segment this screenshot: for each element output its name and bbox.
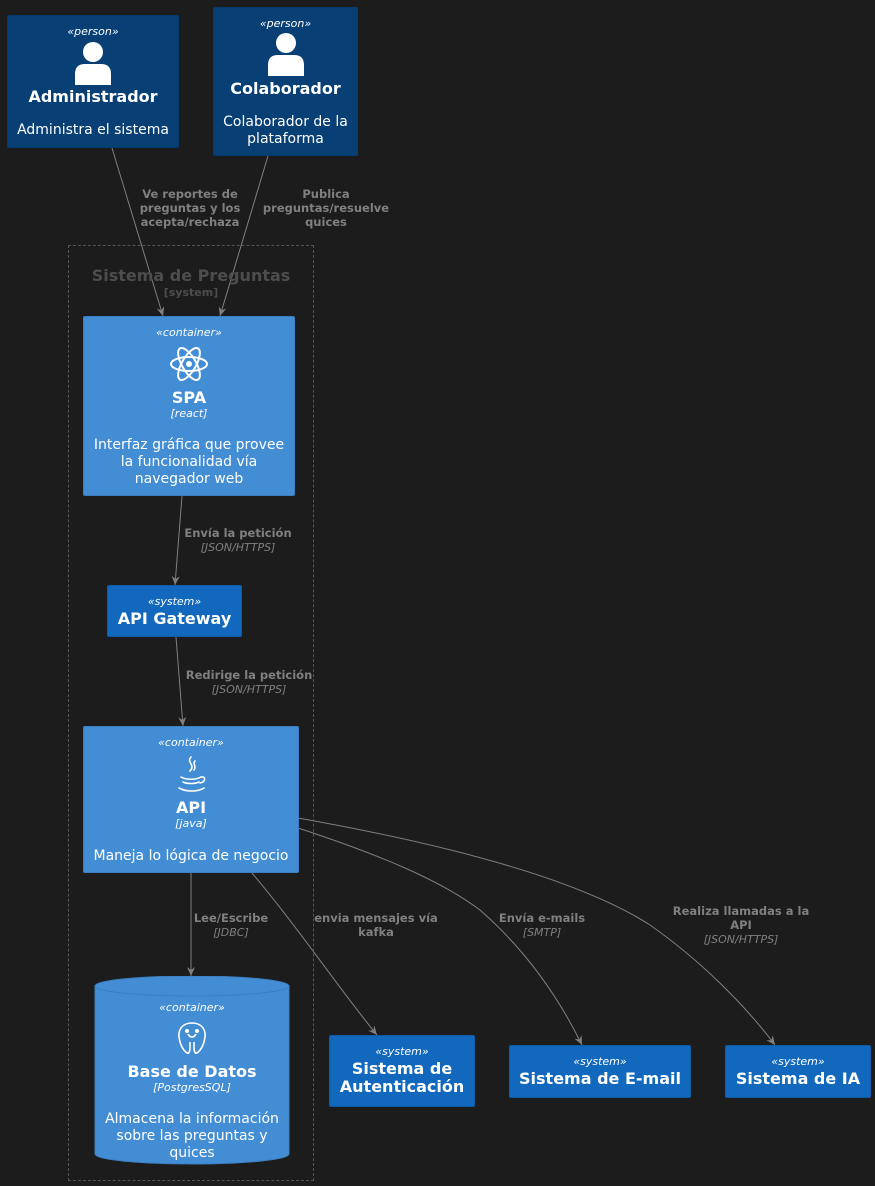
arrow-colab-spa [218,155,269,317]
edge-tech: [JSON/HTTPS] [703,933,779,946]
edge-label-line1: Ve reportes de [142,187,238,201]
arrow-gateway-api [175,636,187,727]
container-description-line1: Almacena la información [105,1111,279,1127]
system-autenticacion[interactable]: «system» Sistema de Autenticación [329,1035,475,1107]
container-description-line3: navegador web [134,471,244,487]
system-title-line1: Sistema de [351,1059,453,1078]
person-administrador[interactable]: «person» Administrador Administra el sis… [7,15,179,148]
system-ia[interactable]: «system» Sistema de IA [725,1045,871,1098]
person-title: Colaborador [230,79,341,98]
person-title: Administrador [28,87,158,106]
react-icon [170,347,208,381]
boundary-name: Sistema de Preguntas [91,266,291,285]
container-title: API [175,798,207,817]
person-description-line2: plataforma [247,131,324,147]
system-boundary: Sistema de Preguntas [system] [68,245,314,1181]
arrow-spa-gateway [171,495,183,586]
person-icon [75,42,111,85]
edge-label-line3: quices [305,215,347,229]
container-title: SPA [171,388,207,407]
person-description: Administra el sistema [17,122,169,138]
edge-label: Envía e-mails [498,911,586,925]
edge-tech: [JSON/HTTPS] [200,541,276,554]
container-spa[interactable]: «container» SPA [react] Interfaz gráfica… [83,316,295,496]
edge-label-line2: kafka [358,925,394,939]
container-database[interactable]: «container» Base de Datos [PostgresSQL] … [94,976,290,1166]
system-title-line2: Autenticación [339,1077,465,1096]
edge-label-line1: Publica [302,187,350,201]
edge-label: Lee/Escribe [193,911,269,925]
container-description-line2: sobre las preguntas y [116,1128,268,1144]
stereotype: «container» [158,736,224,749]
container-description-line2: la funcionalidad vía [120,454,258,470]
postgresql-icon [178,1022,206,1054]
container-api[interactable]: «container» API [java] Maneja lo lógica … [83,726,299,873]
container-description-line1: Interfaz gráfica que provee [93,437,285,453]
stereotype: «system» [573,1055,627,1068]
arrow-api-email [297,827,583,1046]
stereotype: «person» [259,17,312,30]
stereotype: «system» [147,595,202,608]
container-tech: [PostgresSQL] [153,1081,231,1094]
person-colaborador[interactable]: «person» Colaborador Colaborador de la p… [213,7,358,156]
container-tech: [java] [175,817,207,830]
edge-label-line2: preguntas y los [139,201,241,215]
edge-label: Redirige la petición [185,668,313,682]
edge-label-line1: Realiza llamadas a la [672,904,810,918]
container-description: Maneja lo lógica de negocio [93,848,289,864]
database-cylinder-shape [94,976,290,1165]
system-title: Sistema de E-mail [519,1069,681,1088]
container-tech: [react] [170,407,208,420]
system-title: Sistema de IA [735,1069,861,1088]
person-icon [267,33,304,76]
system-title: API Gateway [117,609,232,628]
edge-label-line2: preguntas/resuelve [262,201,390,215]
person-description-line1: Colaborador de la [223,114,348,130]
arrow-api-ia [297,817,776,1046]
system-email[interactable]: «system» Sistema de E-mail [509,1045,691,1098]
java-icon [178,756,206,792]
stereotype: «system» [375,1045,429,1058]
arrow-admin-spa [111,147,165,317]
edge-label: Envía la petición [184,526,292,540]
boundary-type: [system] [163,286,219,299]
stereotype: «person» [67,25,119,38]
stereotype: «container» [156,326,222,339]
edge-tech: [JSON/HTTPS] [211,683,287,696]
edge-label-line2: API [730,918,752,932]
container-title: Base de Datos [127,1062,257,1081]
edge-tech: [SMTP] [522,926,562,939]
container-description-line3: quices [169,1145,215,1161]
arrow-api-auth [251,872,378,1036]
edge-label-line3: acepta/rechaza [140,215,240,229]
edge-tech: [JDBC] [213,926,249,939]
stereotype: «container» [159,1001,225,1014]
stereotype: «system» [771,1055,825,1068]
system-api-gateway[interactable]: «system» API Gateway [107,585,242,637]
edge-label-line1: envia mensajes vía [314,911,438,925]
